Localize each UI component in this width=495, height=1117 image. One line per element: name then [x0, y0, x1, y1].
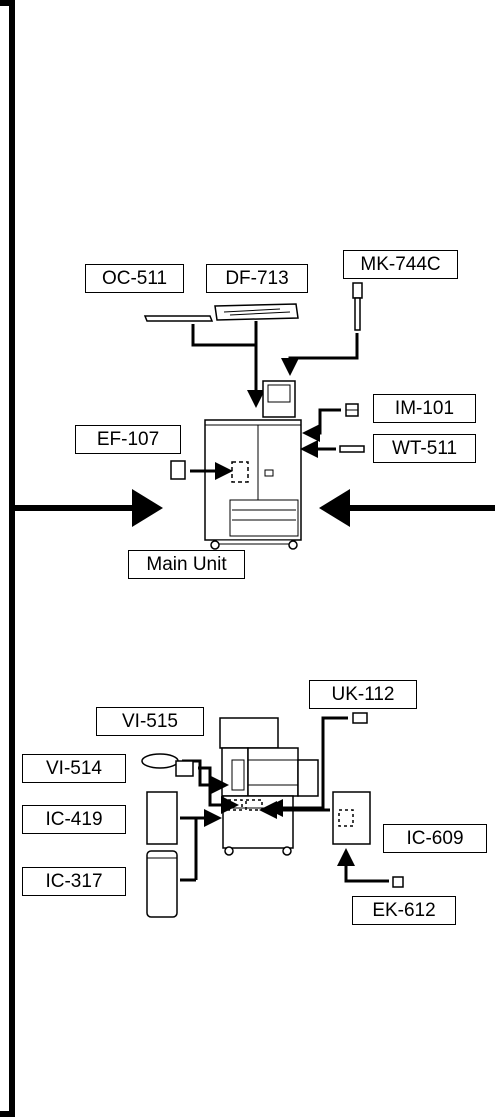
- label-uk-112: UK-112: [309, 680, 417, 709]
- ic-419-drawing: [146, 791, 178, 845]
- label-mk-744c: MK-744C: [343, 250, 458, 279]
- mk-connector: [281, 333, 359, 376]
- ek-612-drawing: [337, 848, 404, 888]
- df-713-feeder-drawing: [214, 303, 299, 321]
- label-ek-612: EK-612: [352, 896, 456, 925]
- wt-511-drawing: [300, 440, 365, 458]
- im-101-drawing: [302, 403, 359, 442]
- oc-df-connector: [191, 321, 265, 408]
- ef-107-drawing: [170, 460, 233, 480]
- ic-317-drawing: [146, 850, 178, 918]
- label-im-101: IM-101: [373, 394, 476, 423]
- uk-112-drawing: [265, 712, 368, 817]
- oc-511-cover-drawing: [143, 315, 214, 322]
- label-main-unit: Main Unit: [128, 550, 245, 579]
- ic-609-drawing: [259, 791, 371, 845]
- label-ic-419: IC-419: [22, 805, 126, 834]
- label-ic-609: IC-609: [383, 824, 487, 853]
- label-vi-514: VI-514: [22, 754, 126, 783]
- label-ef-107: EF-107: [75, 425, 181, 454]
- right-big-arrow: [319, 489, 495, 527]
- vi-514-drawing: [175, 760, 239, 814]
- label-ic-317: IC-317: [22, 867, 126, 896]
- label-wt-511: WT-511: [373, 434, 476, 463]
- label-vi-515: VI-515: [96, 707, 204, 736]
- label-oc-511: OC-511: [85, 264, 184, 293]
- ic-connector: [180, 809, 222, 882]
- label-df-713: DF-713: [206, 264, 308, 293]
- main-unit-drawing: [204, 380, 302, 550]
- left-bracket: [0, 0, 15, 1117]
- bottom-unit-drawing: [219, 717, 319, 856]
- mk-744c-keypad-drawing: [352, 282, 363, 331]
- left-big-arrow: [12, 489, 163, 527]
